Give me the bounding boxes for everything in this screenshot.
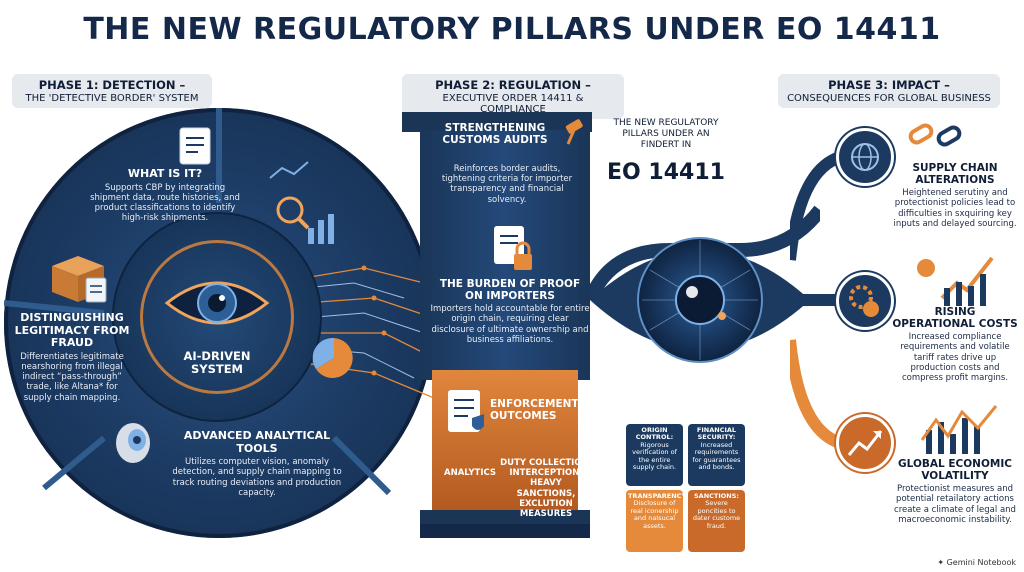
- phase1-label: PHASE 1: DETECTION –: [38, 78, 186, 92]
- ai-driven-label: AI-DRIVEN SYSTEM: [183, 349, 251, 377]
- puzzle-transparency-heading: TRANSPARENCY:: [628, 492, 689, 500]
- phase2-tag: PHASE 2: REGULATION – EXECUTIVE ORDER 14…: [402, 74, 624, 119]
- phase3-sublabel: CONSEQUENCES FOR GLOBAL BUSINESS: [787, 93, 991, 104]
- money-badge: [836, 272, 894, 330]
- phase2-sublabel: EXECUTIVE ORDER 14411 & COMPLIANCE: [442, 93, 584, 115]
- what-is-it-block: WHAT IS IT? Supports CBP by integrating …: [86, 167, 244, 224]
- shipment-box-icon: [52, 256, 107, 303]
- puzzle-financial-body: Increased requirements for guarantees an…: [692, 440, 741, 472]
- impact-item-supply: SUPPLY CHAIN ALTERATIONS Heightened seru…: [892, 162, 1018, 229]
- puzzle-financial-heading: FINANCIAL SECURITY:: [696, 426, 737, 442]
- eye-caption: THE NEW REGULATORY PILLARS UNDER AN FIND…: [613, 118, 719, 150]
- impact-costs-body: Increased compliance requirements and vo…: [900, 332, 1010, 383]
- rising-chart-icon: [917, 256, 994, 306]
- ai-core-ring: [140, 240, 294, 394]
- trend-up-icon: [847, 430, 883, 456]
- analytics-icons: [269, 161, 353, 378]
- analytics-label: ANALYTICS: [444, 468, 496, 478]
- burden-body: Importers hold accountable for entire or…: [430, 304, 590, 345]
- puzzle-sanctions-body: Severe poncities to dater custome fraud.: [692, 499, 741, 530]
- impact-volatility-body: Protectionist measures and potential ret…: [894, 484, 1016, 525]
- impact-costs-heading: RISING OPERATIONAL COSTS: [892, 306, 1018, 331]
- puzzle-origin-heading: ORIGIN CONTROL:: [635, 426, 674, 442]
- robot-head-icon: [116, 423, 150, 463]
- legitimacy-heading: DISTINGUISHING LEGITIMACY FROM FRAUD: [14, 311, 130, 350]
- outcomes-text: DUTY COLLECTION, INTERCEPTION, HEAVY SAN…: [500, 458, 592, 519]
- phase3-label: PHASE 3: IMPACT –: [828, 78, 950, 92]
- legitimacy-block: DISTINGUISHING LEGITIMACY FROM FRAUD Dif…: [12, 311, 132, 403]
- outcomes-block: DUTY COLLECTION, INTERCEPTION, HEAVY SAN…: [500, 456, 592, 519]
- phase2-label: PHASE 2: REGULATION –: [435, 78, 591, 92]
- impact-supply-heading: SUPPLY CHAIN ALTERATIONS: [912, 162, 998, 187]
- pillar-capital: [402, 112, 592, 132]
- audits-body: Reinforces border audits, tightening cri…: [441, 164, 573, 205]
- checklist-icon: [448, 390, 484, 432]
- gear-coins-icon: [849, 285, 879, 317]
- what-is-it-body: Supports CBP by integrating shipment dat…: [90, 182, 240, 224]
- audits-heading: STRENGTHENING CUSTOMS AUDITS: [442, 122, 548, 147]
- tools-heading: ADVANCED ANALYTICAL TOOLS: [183, 429, 331, 455]
- puzzle-sanctions: SANCTIONS: Severe poncities to dater cus…: [688, 490, 745, 552]
- page-title: THE NEW REGULATORY PILLARS UNDER EO 1441…: [83, 12, 941, 47]
- puzzle-financial-security: FINANCIAL SECURITY: Increased requiremen…: [688, 424, 745, 486]
- globe-badge: [836, 128, 894, 186]
- puzzle-origin-body: Rigorous verification of the entire supp…: [632, 440, 677, 472]
- locked-document-icon: [494, 226, 532, 270]
- broken-chain-icon: [908, 123, 962, 147]
- enforcement-heading: ENFORCEMENT OUTCOMES: [490, 398, 579, 423]
- volatility-badge: [836, 414, 894, 472]
- impact-item-costs: RISING OPERATIONAL COSTS Increased compl…: [892, 306, 1018, 383]
- puzzle-origin-control: ORIGIN CONTROL: Rigorous verification of…: [626, 424, 683, 486]
- burden-block: THE BURDEN OF PROOF ON IMPORTERS Importe…: [430, 278, 590, 345]
- puzzle-transparency-body: Disclosure of real iconership and naIsuc…: [630, 499, 679, 530]
- eo-title: EO 14411: [607, 160, 725, 185]
- legitimacy-body: Differentiates legitimate nearshoring fr…: [20, 351, 124, 403]
- big-eye-graphic: [590, 205, 820, 363]
- document-icon: [179, 127, 211, 165]
- phase1-tag: PHASE 1: DETECTION – THE 'DETECTIVE BORD…: [12, 74, 212, 108]
- tools-block: ADVANCED ANALYTICAL TOOLS Utilizes compu…: [168, 429, 346, 498]
- footer-label: Gemini Notebook: [946, 558, 1016, 567]
- eye-icon: [164, 281, 270, 325]
- gavel-icon: [565, 119, 583, 145]
- puzzle-transparency: TRANSPARENCY: Disclosure of real iconers…: [626, 490, 689, 552]
- audits-block: STRENGTHENING CUSTOMS AUDITS: [432, 122, 558, 146]
- phase3-tag: PHASE 3: IMPACT – CONSEQUENCES FOR GLOBA…: [778, 74, 1000, 108]
- burden-heading: THE BURDEN OF PROOF ON IMPORTERS: [439, 278, 581, 303]
- impact-volatility-heading: GLOBAL ECONOMIC VOLATILITY: [898, 458, 1012, 483]
- audits-body-block: Reinforces border audits, tightening cri…: [434, 162, 580, 205]
- impact-item-volatility: GLOBAL ECONOMIC VOLATILITY Protectionist…: [892, 458, 1018, 525]
- what-is-it-heading: WHAT IS IT?: [127, 167, 203, 180]
- globe-icon: [851, 143, 879, 171]
- volatility-chart-icon: [920, 405, 998, 454]
- impact-supply-body: Heightened serutiny and protectionist po…: [893, 188, 1017, 229]
- circle-dividers: [4, 108, 434, 496]
- tools-body: Utilizes computer vision, anomaly detect…: [172, 457, 342, 498]
- puzzle-sanctions-heading: SANCTIONS:: [693, 492, 740, 500]
- enforcement-block: ENFORCEMENT OUTCOMES: [490, 398, 590, 422]
- sparkle-icon: ✦: [937, 558, 945, 567]
- phase1-sublabel: THE 'DETECTIVE BORDER' SYSTEM: [25, 93, 199, 104]
- gemini-notebook-footer: ✦ Gemini Notebook: [937, 558, 1016, 567]
